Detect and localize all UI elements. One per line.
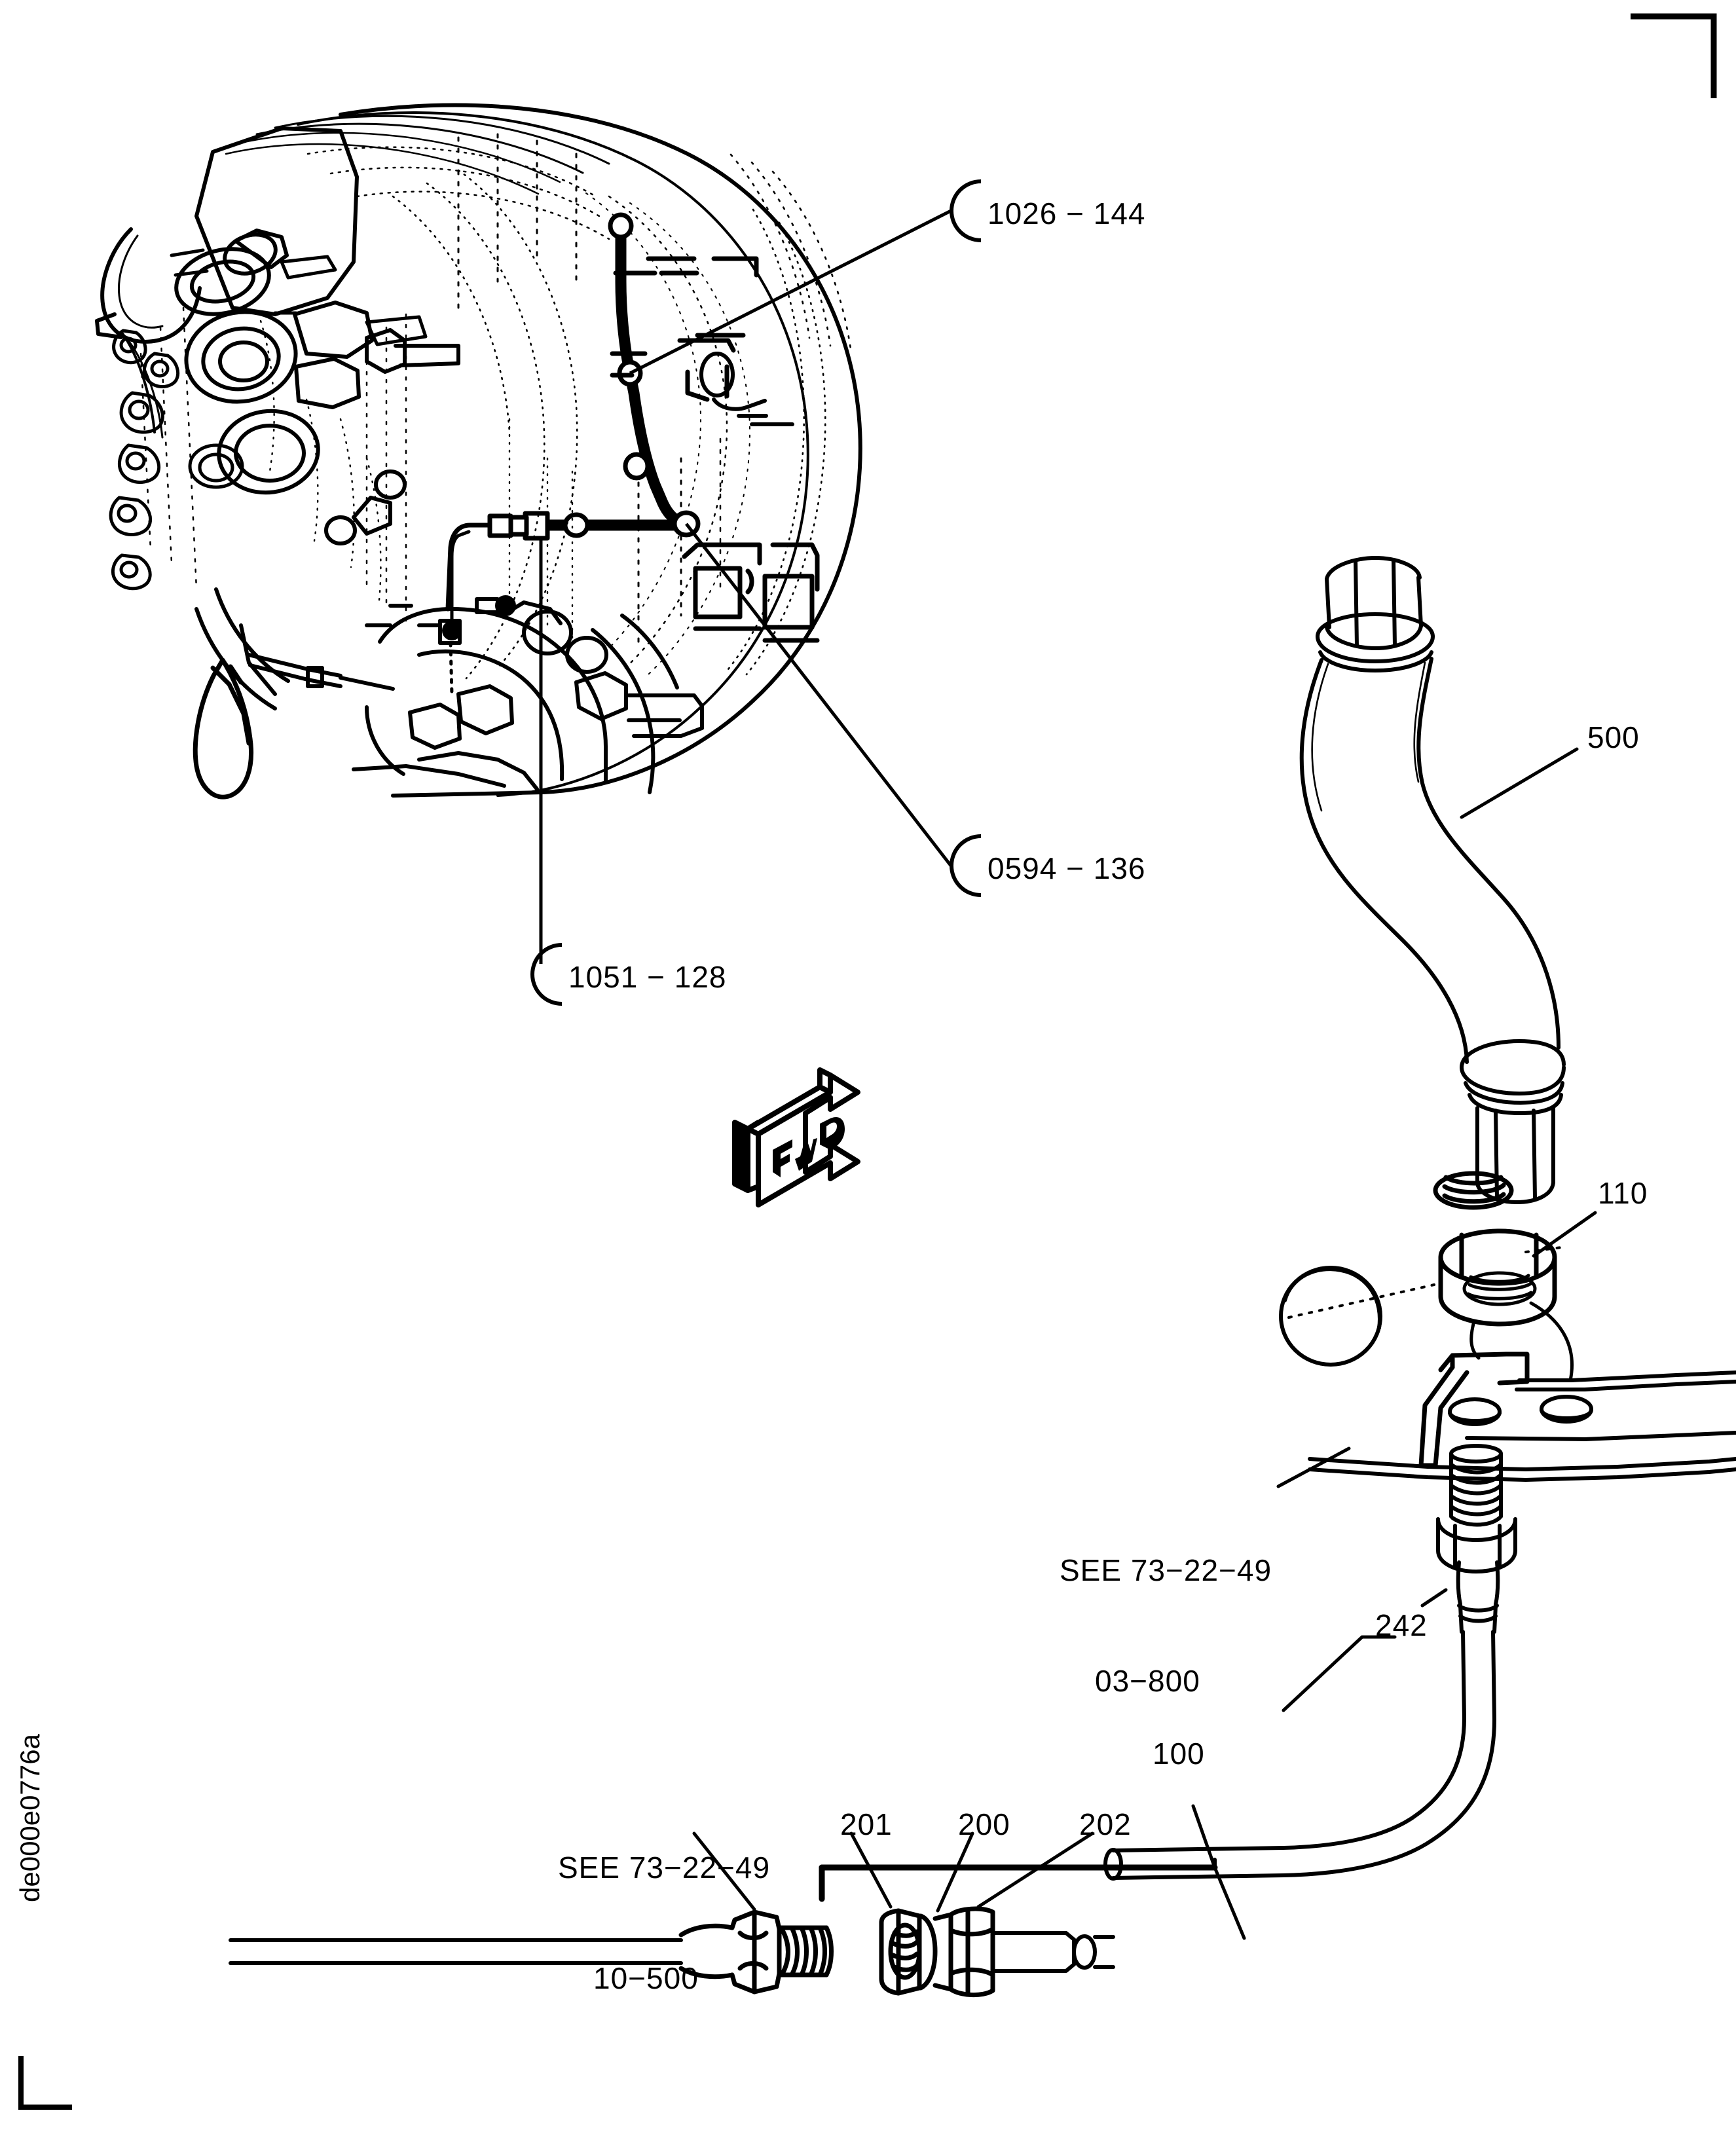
fwd-arrow-graphic xyxy=(732,1067,860,1207)
see-reference-10-500: SEE 73−22−49 10−500 xyxy=(558,1776,820,2070)
part-label-110: 110 xyxy=(1598,1176,1648,1210)
leader-0594-136 xyxy=(685,523,952,867)
callout-circles xyxy=(530,179,982,1006)
part-label-201: 201 xyxy=(840,1807,893,1841)
leader-242-tail xyxy=(1282,1635,1364,1712)
leader-1026-144 xyxy=(629,209,952,375)
nipple-242-and-tube-100 xyxy=(819,1444,1517,1940)
figure-code-corner-mark xyxy=(18,2056,72,2110)
nut-110-and-bracket xyxy=(1276,1171,1736,1488)
callout-circle-1026-144 xyxy=(950,179,982,242)
part-label-100: 100 xyxy=(1153,1737,1205,1771)
leader-100 xyxy=(1191,1804,1217,1869)
corner-registration-mark xyxy=(1631,13,1717,98)
callout-label-0594-136: 0594 − 136 xyxy=(988,851,1146,885)
callout-circle-0594-136 xyxy=(950,834,982,897)
leader-201 xyxy=(849,1831,893,1909)
hose-assembly-500 xyxy=(1299,556,1579,1204)
leader-see-10-500 xyxy=(692,1831,756,1911)
part-label-202: 202 xyxy=(1079,1807,1132,1841)
leader-200 xyxy=(936,1831,974,1913)
engine-assembly-drawing xyxy=(95,103,862,800)
callout-label-1051-128: 1051 − 128 xyxy=(568,960,727,994)
see-reference-03-800-line2: 03−800 xyxy=(1095,1663,1200,1698)
part-label-242: 242 xyxy=(1375,1608,1428,1642)
figure-id-code: de000e0776a xyxy=(14,1734,45,1902)
leader-202 xyxy=(976,1831,1094,1909)
callout-leaders xyxy=(539,209,952,964)
see-reference-10-500-line2: 10−500 xyxy=(593,1960,699,1995)
callout-label-1026-144: 1026 − 144 xyxy=(988,196,1146,230)
see-reference-03-800: SEE 73−22−49 03−800 xyxy=(1060,1479,1321,1773)
part-label-200: 200 xyxy=(958,1807,1010,1841)
leader-110 xyxy=(1532,1211,1597,1258)
see-reference-10-500-line1: SEE 73−22−49 xyxy=(558,1850,771,1885)
leader-see-03-800 xyxy=(1276,1446,1351,1488)
callout-circle-1051-128 xyxy=(530,943,563,1006)
part-label-500: 500 xyxy=(1587,720,1640,754)
leader-242 xyxy=(1420,1588,1448,1608)
bottom-fittings-group xyxy=(229,1831,1115,1998)
see-reference-03-800-line1: SEE 73−22−49 xyxy=(1060,1553,1272,1588)
leader-500 xyxy=(1460,747,1579,819)
